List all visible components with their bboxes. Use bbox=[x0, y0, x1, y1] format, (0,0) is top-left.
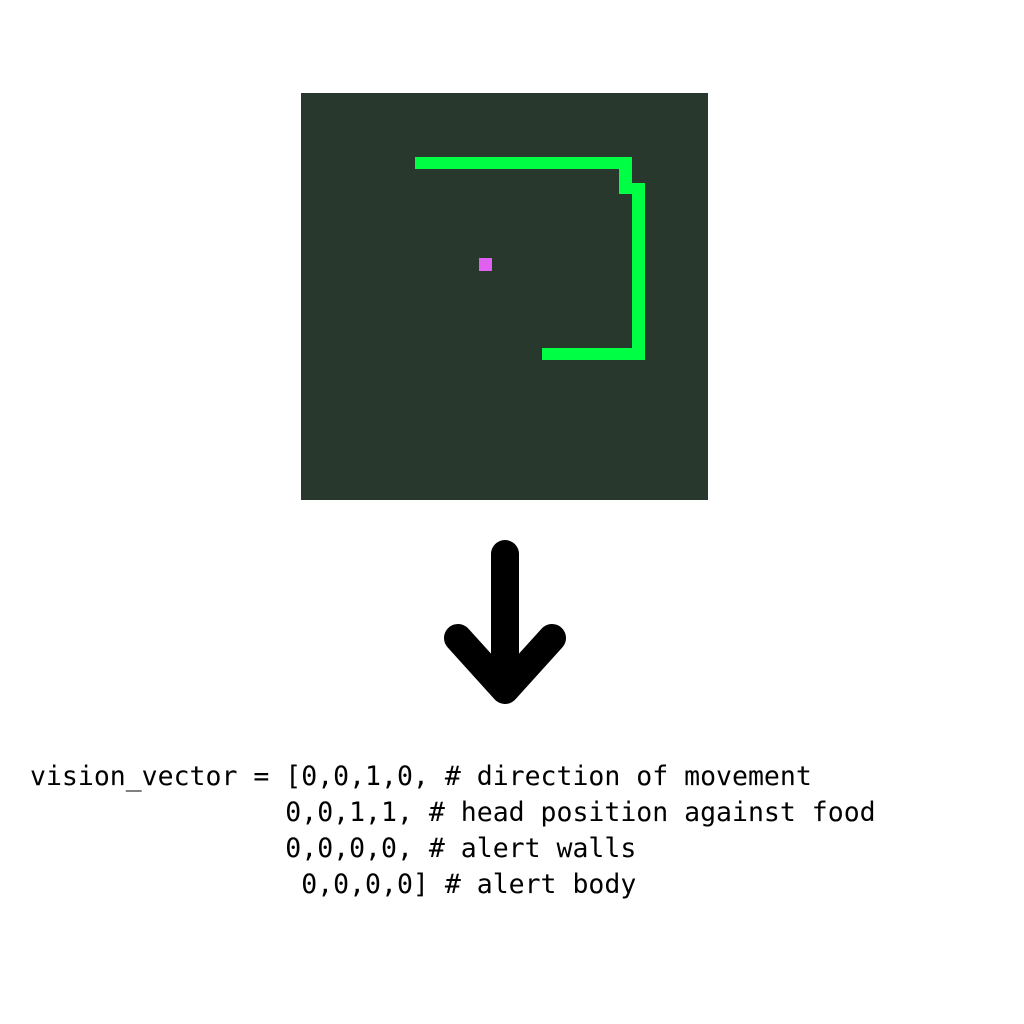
board-background bbox=[301, 93, 708, 500]
food-comment: # head position against food bbox=[412, 797, 876, 828]
body-comment: # alert body bbox=[428, 869, 637, 900]
walls-comment: # alert walls bbox=[412, 833, 637, 864]
food-pellet bbox=[479, 258, 492, 271]
snake-body bbox=[415, 157, 645, 360]
code-line-direction: vision_vector = [0,0,1,0, # direction of… bbox=[30, 759, 876, 795]
code-line-walls: 0,0,0,0, # alert walls bbox=[30, 831, 876, 867]
vector-declaration: vision_vector = [ bbox=[30, 761, 302, 792]
direction-comment: # direction of movement bbox=[428, 761, 812, 792]
body-values: 0,0,0,0] bbox=[301, 869, 429, 900]
code-line-body: 0,0,0,0] # alert body bbox=[30, 867, 876, 903]
game-board-canvas bbox=[301, 93, 708, 500]
food-values: 0,0,1,1, bbox=[285, 797, 413, 828]
game-board bbox=[301, 93, 708, 500]
code-line-food: 0,0,1,1, # head position against food bbox=[30, 795, 876, 831]
arrow-down-icon bbox=[440, 540, 570, 705]
direction-values: 0,0,1,0, bbox=[301, 761, 429, 792]
vision-vector-code: vision_vector = [0,0,1,0, # direction of… bbox=[30, 759, 876, 903]
walls-values: 0,0,0,0, bbox=[285, 833, 413, 864]
